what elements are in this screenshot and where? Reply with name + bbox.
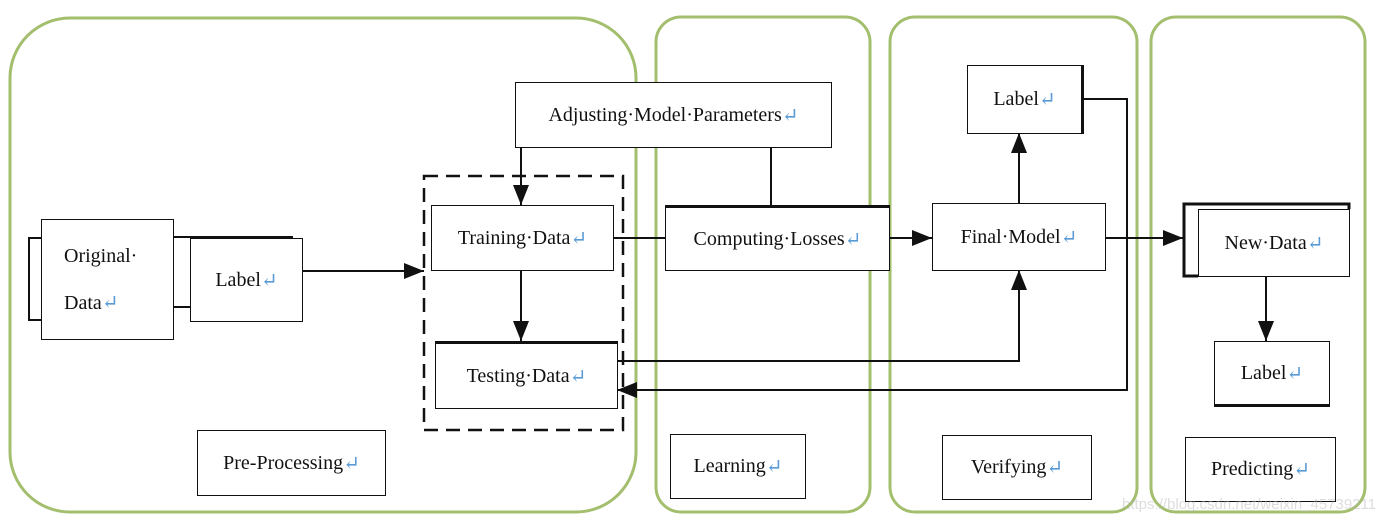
- learning-label: Learning↵: [670, 434, 806, 499]
- testing-text: Testing·Data: [466, 364, 570, 387]
- new-data-text: New·Data: [1224, 231, 1307, 254]
- learning-text: Learning: [693, 455, 766, 477]
- return-mark-icon: ↵: [1038, 89, 1056, 111]
- training-data-box: Training·Data↵: [431, 205, 614, 271]
- group-pre-processing: [8, 16, 638, 514]
- return-mark-icon: ↵: [1060, 226, 1078, 249]
- return-mark-icon: ↵: [570, 227, 588, 250]
- return-mark-icon: ↵: [569, 365, 587, 388]
- original-data-box: Original· Data↵: [41, 219, 174, 340]
- group-verifying: [888, 15, 1139, 514]
- return-mark-icon: ↵: [260, 269, 278, 292]
- computing-losses-box: Computing·Losses↵: [665, 205, 890, 271]
- pre-processing-label: Pre-Processing↵: [197, 430, 386, 496]
- label-verify-text: Label: [993, 88, 1039, 110]
- arrow-label-to-testing: [617, 98, 1128, 398]
- testing-data-box: Testing·Data↵: [435, 341, 618, 409]
- return-mark-icon: ↵: [343, 452, 360, 475]
- training-text: Training·Data: [457, 226, 571, 249]
- verifying-label: Verifying↵: [942, 435, 1092, 500]
- original-data-text-1: Original·: [64, 244, 138, 267]
- return-mark-icon: ↵: [1306, 232, 1324, 255]
- return-mark-icon: ↵: [765, 456, 783, 478]
- label-predict-box: Label↵: [1214, 341, 1330, 407]
- return-mark-icon: ↵: [1046, 457, 1064, 479]
- data-split-dashed-box: [422, 174, 625, 432]
- group-predicting: [1149, 15, 1367, 514]
- new-data-shadow: [1182, 202, 1351, 278]
- adjusting-text: Adjusting·Model·Parameters: [548, 103, 782, 126]
- final-model-text: Final·Model: [960, 225, 1061, 248]
- final-model-box: Final·Model↵: [932, 203, 1106, 271]
- computing-text: Computing·Losses: [693, 227, 845, 250]
- label-verify-box: Label↵: [967, 65, 1084, 134]
- new-data-box: New·Data↵: [1198, 209, 1350, 277]
- return-mark-icon: ↵: [781, 104, 799, 127]
- label-predict-text: Label: [1240, 361, 1287, 384]
- return-mark-icon: ↵: [844, 228, 862, 251]
- return-mark-icon: ↵: [101, 291, 119, 314]
- arrow-testing-to-final: [617, 270, 1027, 362]
- original-data-shadow: [28, 237, 41, 321]
- return-mark-icon: ↵: [1293, 459, 1310, 481]
- original-data-text-2: Data: [64, 291, 102, 314]
- predicting-text: Predicting: [1211, 458, 1294, 480]
- watermark: https://blog.csdn.net/weixin_45739211: [1122, 496, 1377, 513]
- verifying-text: Verifying: [970, 456, 1047, 478]
- predicting-label: Predicting↵: [1185, 437, 1336, 502]
- label-pre-box: Label↵: [190, 238, 303, 322]
- pre-processing-text: Pre-Processing: [223, 451, 344, 474]
- label-connector: [173, 236, 293, 308]
- label-pre-text: Label: [215, 268, 261, 291]
- return-mark-icon: ↵: [1286, 362, 1304, 385]
- adjusting-box: Adjusting·Model·Parameters↵: [515, 82, 832, 148]
